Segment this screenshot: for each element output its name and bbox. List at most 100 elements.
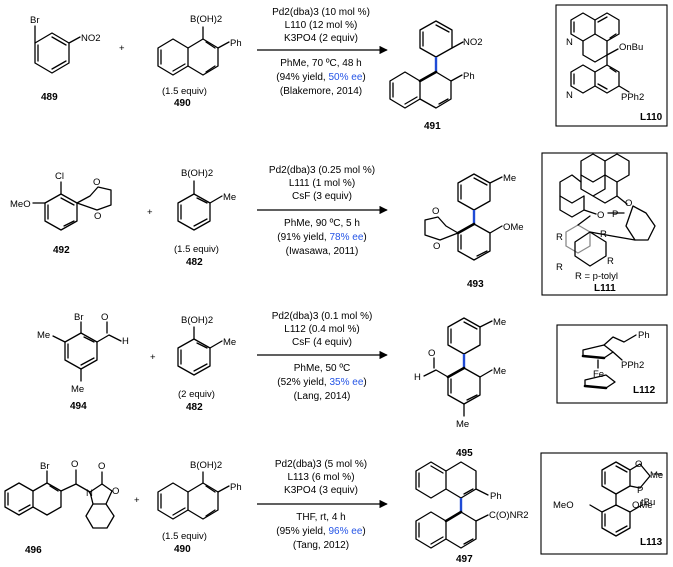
ee-value: 50% ee [328,72,362,83]
o-label-1: O [93,177,100,188]
me-label-1: Me [493,317,506,328]
compound-number-490: 490 [174,544,191,555]
condition-base: CsF (4 equiv) [292,337,352,348]
o-label-carbonyl: O [71,459,78,470]
ligand-label-meo: MeO [553,500,574,511]
equiv-label: (1.5 equiv) [174,244,219,255]
condition-ligand: L112 (0.4 mol %) [284,324,359,335]
conditions-row-2: Pd2(dba)3 (0.25 mol %) L111 (1 mol %) Cs… [257,165,388,257]
equiv-label: (1.5 equiv) [162,86,207,97]
compound-number-482: 482 [186,402,203,413]
ligand-label-r4: R [607,256,614,267]
ligand-label-o1: O [625,198,632,209]
br-label: Br [40,461,50,472]
condition-base: CsF (3 equiv) [292,191,352,202]
ligand-label-ome: OMe [632,500,653,511]
conditions-row-4: Pd2(dba)3 (5 mol %) L113 (6 mol %) K3PO4… [257,459,388,551]
meo-label: MeO [10,199,31,210]
condition-solvent: PhMe, 90 ºC, 5 h [284,218,360,229]
reactant-496: Br O N O O 496 [4,459,119,556]
reactant-494: Br Me Me O H 494 [37,312,129,412]
amide-label: C(O)NR2 [489,510,529,521]
ph-label: Ph [230,482,242,493]
ph-label: Ph [230,38,242,49]
plus-sign: + [119,43,125,54]
compound-number-492: 492 [53,245,70,256]
h-label: H [122,336,129,347]
boronic-acid-label: B(OH)2 [190,14,222,25]
yield-line: (94% yield, 50% ee) [276,72,366,83]
product-491: NO2 Ph 491 [389,20,483,132]
yield-line: (52% yield, 35% ee) [277,377,367,388]
product-493: Me OMe O O 493 [424,173,524,290]
ligand-label-o: O [635,459,642,470]
condition-solvent: PhMe, 50 ºC [294,363,350,374]
me-label-3: Me [456,419,469,430]
ligand-label-r1: R [556,232,563,243]
product-495: Me Me Me O H 495 [414,317,506,459]
compound-number-497: 497 [456,554,473,565]
condition-solvent: PhMe, 70 ºC, 48 h [280,58,361,69]
ligand-label-r3: R [556,262,563,273]
reference: (Blakemore, 2014) [280,86,362,97]
ligand-box-l111: O O P R R R R R = p-tolyl L111 [541,152,668,296]
reactant-482: B(OH)2 Me (2 equiv) 482 [177,315,236,413]
o-label-ring: O [98,461,105,472]
ligand-name-l111: L111 [594,283,616,294]
ligand-label-pph2: PPh2 [621,92,644,103]
conditions-row-1: Pd2(dba)3 (10 mol %) L110 (12 mol %) K3P… [257,7,388,97]
product-497: Ph C(O)NR2 497 [415,461,529,565]
me-label-2: Me [493,366,506,377]
ph-label: Ph [490,491,502,502]
reactant-482: B(OH)2 Me (1.5 equiv) 482 [174,168,236,268]
reference: (Iwasawa, 2011) [286,246,359,257]
condition-base: K3PO4 (2 equiv) [284,33,358,44]
equiv-label: (1.5 equiv) [162,531,207,542]
boronic-acid-label: B(OH)2 [190,460,222,471]
condition-catalyst: Pd2(dba)3 (0.1 mol %) [272,311,373,322]
reference: (Tang, 2012) [293,540,349,551]
ligand-label-o2: O [597,210,604,221]
o-label-ring-2: O [112,486,119,497]
ligand-label-fe: Fe [593,369,604,380]
ligand-label-r2: R [600,229,607,240]
ligand-label-p: P [637,485,643,496]
ligand-name-l110: L110 [640,112,663,123]
me-label-2: Me [71,384,84,395]
no2-label: NO2 [463,37,483,48]
ome-label: OMe [503,222,524,233]
ee-value: 35% ee [329,377,363,388]
me-label-1: Me [37,330,50,341]
compound-number-496: 496 [25,545,42,556]
ee-value: 96% ee [328,526,362,537]
o-label-2: O [94,211,101,222]
reactant-489: Br NO2 489 [30,15,101,103]
compound-number-482: 482 [186,257,203,268]
ph-label: Ph [463,71,475,82]
o-label-1: O [432,206,439,217]
plus-sign: + [134,495,140,506]
ligand-name-l112: L112 [633,385,656,396]
ligand-substituent: R = p-tolyl [575,271,618,282]
ligand-label-ph: Ph [638,330,650,341]
plus-sign: + [150,352,156,363]
no2-label: NO2 [81,33,101,44]
ligand-label-tbu: tBu [641,497,655,508]
me-label: Me [503,173,516,184]
condition-base: K3PO4 (3 equiv) [284,485,358,496]
row-3: Br Me Me O H 494 + B(OH)2 Me (2 equiv) 4… [37,311,668,459]
br-label: Br [30,15,40,26]
o-label-2: O [433,241,440,252]
condition-catalyst: Pd2(dba)3 (10 mol %) [272,7,370,18]
compound-number-493: 493 [467,279,484,290]
yield-line: (95% yield, 96% ee) [276,526,366,537]
ligand-box-l113: O Me P tBu MeO OMe L113 [540,452,668,555]
reactant-490: B(OH)2 Ph (1.5 equiv) 490 [157,14,242,109]
compound-number-495: 495 [456,448,473,459]
yield-line: (91% yield, 78% ee) [277,232,367,243]
ligand-label-n1: N [566,37,573,48]
ligand-label-obu: OnBu [619,42,643,53]
equiv-label: (2 equiv) [178,389,215,400]
condition-ligand: L111 (1 mol %) [289,178,355,189]
